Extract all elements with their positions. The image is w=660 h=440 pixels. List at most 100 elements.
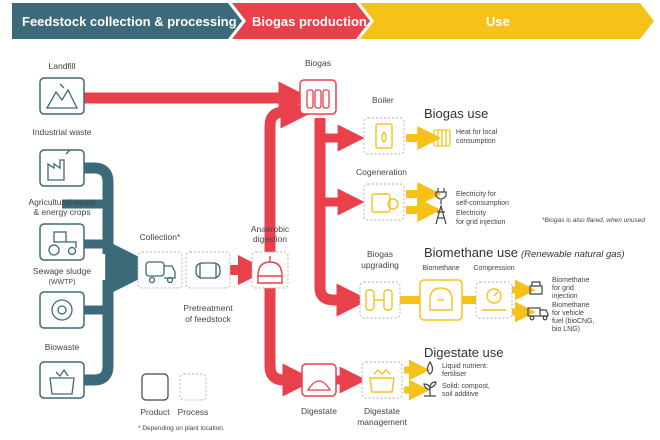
label-landfill: Landfill (49, 61, 76, 71)
legend: Product Process * Depending on plant loc… (138, 373, 225, 432)
digestate-mgmt-process (361, 361, 403, 399)
label-elec-grid-1: Electricity (456, 210, 486, 217)
label-bm-vehicle-1: Biomethane (552, 302, 589, 309)
label-anaerobic-1: Anaerobic (251, 224, 290, 234)
biomethane-tank-icon (429, 287, 453, 311)
boiler-process (363, 117, 405, 155)
label-upgrading-2: upgrading (361, 260, 399, 270)
truck-icon (145, 261, 176, 284)
flow-biowaste (62, 280, 114, 386)
anaerobic-process (251, 251, 289, 289)
landfill-icon (45, 83, 79, 109)
label-bm-vehicle-2: for vehicle (552, 310, 584, 317)
compression-process (475, 281, 513, 319)
label-digestate-mgmt-2: management (357, 417, 407, 427)
label-sewage-2: (WWTP) (49, 279, 76, 286)
label-industrial: Industrial waste (32, 127, 91, 137)
label-elec-self-1: Electricity for (456, 191, 497, 198)
plug-icon (435, 188, 447, 204)
banner-production (232, 3, 370, 39)
label-cogeneration: Cogeneration (356, 167, 407, 177)
label-bm-vehicle-4: bio LNG) (552, 326, 580, 333)
pretreatment-process (185, 251, 231, 289)
truck-fuel-icon (527, 307, 549, 321)
gas-pipe-icon (529, 281, 543, 295)
label-bm-grid-1: Biomethane (552, 277, 589, 284)
digestate-product (301, 363, 337, 397)
label-elec-grid-2: for grid injection (456, 219, 506, 226)
flared-note: *Biogas is also flared, when unused (542, 217, 645, 224)
banner-use (360, 3, 654, 39)
sprout-icon (423, 381, 437, 397)
use-nodes: Boiler Biogas use Heat for local consump… (356, 95, 645, 427)
banner-use-label: Use (486, 14, 510, 29)
label-digestate-mgmt-1: Digestate (364, 406, 400, 416)
label-pretreat-1: Pretreatment (183, 303, 233, 313)
pylon-icon (435, 203, 447, 225)
heat-icon (433, 129, 451, 147)
biowaste-box (39, 361, 85, 399)
legend-footnote: * Depending on plant location. (138, 425, 225, 432)
biogas-product (299, 79, 337, 115)
label-heat-2: consumption (456, 138, 496, 145)
upgrading-process (359, 281, 401, 319)
heading-biogas-use: Biogas use (424, 106, 488, 121)
banner-production-label: Biogas production (252, 14, 367, 29)
collection-process (137, 251, 183, 289)
production-nodes: Collection* Pretreatment of feedstock An… (137, 58, 337, 416)
heading-biomethane-use: Biomethane use (424, 245, 518, 260)
upgrading-icon (365, 289, 393, 311)
production-flows (82, 81, 370, 397)
label-boiler: Boiler (372, 95, 394, 105)
label-liquid-2: fertiliser (442, 371, 467, 378)
feedstock-flows (62, 162, 162, 386)
boiler-icon (375, 123, 393, 149)
legend-product-label: Product (140, 407, 170, 417)
compost-box-icon (369, 369, 395, 393)
legend-process-swatch (179, 373, 207, 401)
cogeneration-process (363, 183, 405, 221)
label-compression: Compression (473, 265, 514, 272)
label-liquid-1: Liquid nutrient: (442, 363, 488, 370)
soil-pile-icon (306, 380, 332, 391)
legend-product-swatch (141, 373, 169, 401)
tank-icon (195, 262, 221, 279)
label-bm-vehicle-3: fuel (bioCNG, (552, 318, 594, 325)
label-solid-2: soil additive (442, 391, 479, 398)
bin-icon (49, 368, 75, 395)
label-agri-2: & energy crops (33, 207, 90, 217)
label-upgrading-1: Biogas (367, 249, 393, 259)
label-sewage-1: Sewage sludge (33, 266, 91, 276)
label-heat-1: Heat for local (456, 129, 498, 136)
factory-icon (47, 149, 71, 181)
agri-box (39, 223, 85, 261)
gas-cylinders-icon (306, 89, 330, 109)
label-collection: Collection* (140, 232, 181, 242)
label-pretreat-2: of feedstock (185, 314, 232, 324)
industrial-box (39, 149, 85, 187)
label-digestate: Digestate (301, 406, 337, 416)
label-biowaste: Biowaste (45, 342, 80, 352)
use-flows (400, 126, 536, 401)
tractor-icon (48, 231, 77, 256)
biomethane-product (419, 279, 463, 321)
digester-icon (257, 256, 283, 284)
heading-digestate-use: Digestate use (424, 345, 504, 360)
label-biomethane: Biomethane (422, 265, 459, 272)
flow-industrial (62, 162, 114, 254)
label-anaerobic-2: digestion (253, 234, 287, 244)
label-agri-1: Agricultural waste (28, 197, 95, 207)
label-bm-grid-3: injection (552, 293, 578, 300)
sewage-box (39, 291, 85, 329)
label-bm-grid-2: for grid (552, 285, 574, 292)
flow-biogas-trunk (314, 118, 370, 317)
heading-biomethane-use-sub: (Renewable natural gas) (521, 249, 625, 260)
feedstock-nodes: Landfill Industrial waste Agricultural w… (28, 61, 96, 399)
label-elec-self-2: self-consumption (456, 200, 509, 207)
flow-ad-biogas (264, 95, 314, 258)
pressure-gauge-icon (482, 288, 506, 311)
engine-gear-icon (371, 193, 399, 213)
banner-feedstock-label: Feedstock collection & processing (22, 14, 237, 29)
label-biogas: Biogas (305, 58, 331, 68)
